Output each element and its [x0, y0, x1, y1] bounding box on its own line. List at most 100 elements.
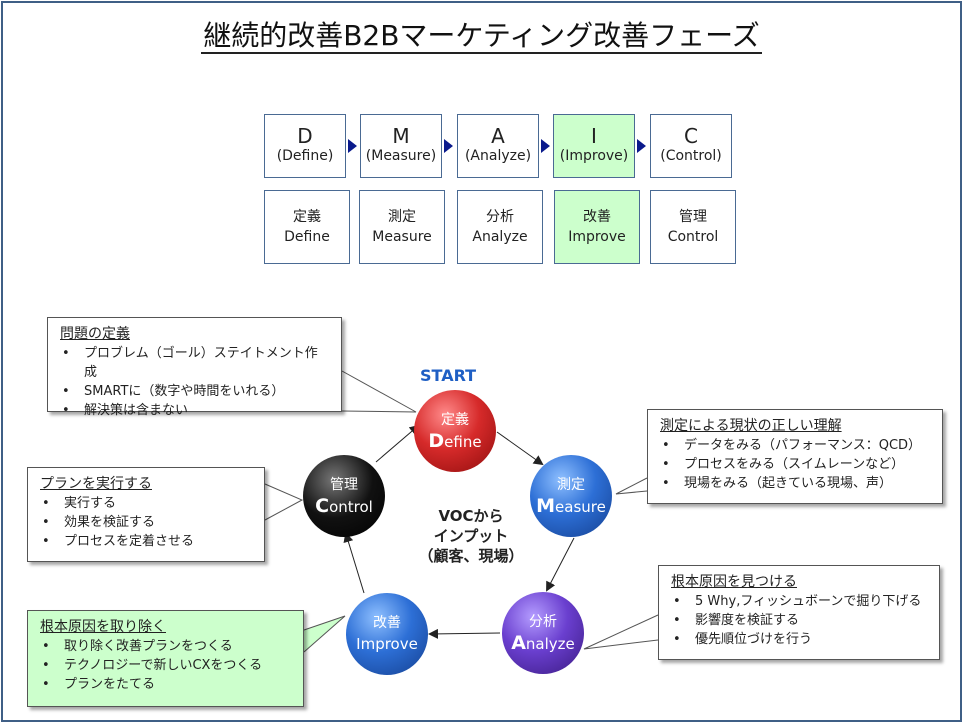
phase-a-letter: A	[491, 124, 505, 148]
control-circle-initial: C	[315, 494, 330, 517]
callout-measure-item: プロセスをみる（スイムレーンなど）	[660, 455, 930, 474]
phase-d-en: Define	[284, 229, 330, 245]
phase-m-name: (Measure)	[365, 148, 437, 164]
define-circle-en: Define	[414, 430, 496, 453]
page-title: 継続的改善B2Bマーケティング改善フェーズ	[201, 19, 762, 54]
callout-analyze: 根本原因を見つける 5 Why,フィッシュボーンで掘り下げる 影響度を検証する …	[658, 565, 940, 660]
phase-c-letter: C	[684, 124, 698, 148]
phase-a-en: Analyze	[472, 229, 528, 245]
measure-circle-rest: easure	[555, 497, 606, 516]
control-circle-jp: 管理	[330, 476, 358, 493]
analyze-circle: 分析 Analyze	[502, 592, 584, 674]
phase-i-jp: 改善	[583, 209, 611, 225]
callout-measure: 測定による現状の正しい理解 データをみる（パフォーマンス：QCD） プロセスをみ…	[647, 409, 943, 504]
phase-c-detail: 管理 Control	[650, 190, 736, 264]
callout-pointer-control	[264, 483, 304, 521]
improve-circle-en: Improve	[346, 633, 428, 655]
arrow-define-to-measure	[496, 431, 544, 466]
phase-a-detail: 分析 Analyze	[457, 190, 543, 264]
control-circle: 管理 Control	[303, 455, 385, 537]
callout-improve-item: 取り除く改善プランをつくる	[40, 637, 291, 656]
callout-improve: 根本原因を取り除く 取り除く改善プランをつくる テクノロジーで新しいCXをつくる…	[27, 610, 304, 707]
callout-define-heading: 問題の定義	[60, 326, 130, 342]
improve-circle: 改善 Improve	[346, 593, 428, 675]
arrow-right-icon	[541, 139, 550, 153]
arrow-right-icon	[637, 139, 646, 153]
callout-pointer-define	[341, 370, 417, 413]
analyze-circle-jp: 分析	[529, 613, 557, 630]
analyze-circle-initial: A	[511, 631, 526, 654]
phase-c-jp: 管理	[679, 209, 707, 225]
voc-line-3: （顧客、現場）	[418, 547, 524, 565]
phase-m-box: M (Measure)	[360, 114, 442, 178]
voc-line-2: インプット	[433, 527, 509, 545]
phase-c-en: Control	[667, 229, 719, 245]
callout-analyze-item: 優先順位づけを行う	[671, 630, 927, 649]
phase-i-letter: I	[591, 124, 597, 148]
callout-improve-heading: 根本原因を取り除く	[40, 619, 166, 635]
arrow-measure-to-analyze	[546, 537, 575, 592]
callout-pointer-measure	[615, 477, 648, 495]
control-circle-en: Control	[303, 495, 385, 518]
control-circle-rest: ontrol	[329, 497, 373, 516]
phase-i-detail: 改善 Improve	[554, 190, 640, 264]
callout-improve-item: テクノロジーで新しいCXをつくる	[40, 656, 291, 675]
phase-d-letter: D	[297, 124, 313, 148]
arrow-right-icon	[444, 139, 453, 153]
voc-line-1: VOCから	[438, 507, 504, 525]
phase-d-box: D (Define)	[264, 114, 346, 178]
phase-i-name: (Improve)	[559, 148, 629, 164]
callout-control-item: 効果を検証する	[40, 513, 252, 532]
phase-m-letter: M	[392, 124, 410, 148]
phase-m-jp: 測定	[388, 209, 416, 225]
callout-pointer-analyze	[583, 614, 659, 650]
define-circle-initial: D	[428, 429, 445, 452]
callout-control-item: 実行する	[40, 494, 252, 513]
phase-i-en: Improve	[568, 229, 626, 245]
phase-d-detail: 定義 Define	[264, 190, 350, 264]
phase-d-jp: 定義	[293, 209, 321, 225]
callout-improve-item: プランをたてる	[40, 675, 291, 694]
define-circle: 定義 Define	[414, 390, 496, 472]
define-circle-jp: 定義	[441, 411, 469, 428]
callout-measure-item: データをみる（パフォーマンス：QCD）	[660, 436, 930, 455]
start-label: START	[420, 366, 477, 385]
measure-circle-initial: M	[536, 494, 556, 517]
phase-a-name: (Analyze)	[464, 148, 532, 164]
measure-circle: 測定 Measure	[530, 455, 612, 537]
callout-define-item: プロブレム（ゴール）ステイトメント作成	[60, 344, 329, 382]
phase-d-name: (Define)	[276, 148, 334, 164]
callout-measure-item: 現場をみる（起きている現場、声）	[660, 474, 930, 493]
measure-circle-jp: 測定	[557, 476, 585, 493]
callout-control-heading: プランを実行する	[40, 476, 152, 492]
callout-control-item: プロセスを定着させる	[40, 532, 252, 551]
improve-circle-jp: 改善	[373, 615, 401, 631]
phase-a-jp: 分析	[486, 209, 514, 225]
callout-analyze-item: 5 Why,フィッシュボーンで掘り下げる	[671, 592, 927, 611]
measure-circle-en: Measure	[530, 495, 612, 518]
improve-circle-rest: Improve	[356, 635, 418, 653]
callout-analyze-item: 影響度を検証する	[671, 611, 927, 630]
callout-measure-heading: 測定による現状の正しい理解	[660, 418, 842, 434]
callout-define-item: SMARTに（数字や時間をいれる）	[60, 382, 329, 401]
callout-control: プランを実行する 実行する 効果を検証する プロセスを定着させる	[27, 467, 265, 562]
define-circle-rest: efine	[444, 432, 482, 451]
phase-m-en: Measure	[372, 229, 432, 245]
phase-a-box: A (Analyze)	[457, 114, 539, 178]
callout-analyze-heading: 根本原因を見つける	[671, 574, 797, 590]
callout-pointer-improve	[303, 615, 346, 653]
arrow-control-to-define	[375, 424, 420, 463]
analyze-circle-en: Analyze	[502, 632, 584, 655]
voc-input-label: VOCから インプット （顧客、現場）	[396, 506, 546, 566]
phase-c-box: C (Control)	[650, 114, 732, 178]
analyze-circle-rest: nalyze	[525, 634, 575, 653]
phase-i-box: I (Improve)	[553, 114, 635, 178]
callout-define: 問題の定義 プロブレム（ゴール）ステイトメント作成 SMARTに（数字や時間をい…	[47, 317, 342, 420]
callout-define-item: 解決策は含まない	[60, 401, 329, 420]
phase-m-detail: 測定 Measure	[359, 190, 445, 264]
arrow-right-icon	[348, 139, 357, 153]
arrow-improve-to-control	[343, 532, 365, 594]
arrow-analyze-to-improve	[428, 628, 501, 639]
phase-c-name: (Control)	[660, 148, 722, 164]
